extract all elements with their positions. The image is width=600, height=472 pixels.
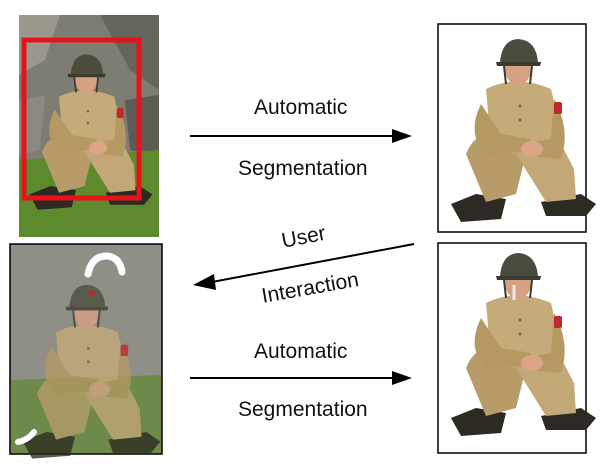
arrow-right-icon	[392, 129, 412, 143]
step3-label-top: Automatic	[254, 340, 348, 363]
step1-label-bottom: Segmentation	[238, 157, 368, 180]
input-photo-panel	[19, 15, 159, 237]
segmentation-result-1-panel	[437, 23, 597, 233]
arrow-right-bottom	[190, 371, 412, 385]
step1-label-top: Automatic	[254, 96, 348, 119]
user-interaction-panel	[9, 243, 163, 460]
scribble-stroke-bottom	[15, 429, 37, 445]
scribble-stroke-top	[84, 252, 126, 278]
segmentation-result-2-panel	[437, 242, 597, 454]
step3-label-bottom: Segmentation	[238, 398, 368, 421]
arrow-right-icon	[392, 371, 412, 385]
bounding-box	[21, 37, 142, 201]
arrow-left-middle	[193, 243, 415, 290]
click-point	[89, 290, 95, 296]
arrow-right-top	[190, 129, 412, 143]
arrow-left-icon	[193, 274, 216, 290]
